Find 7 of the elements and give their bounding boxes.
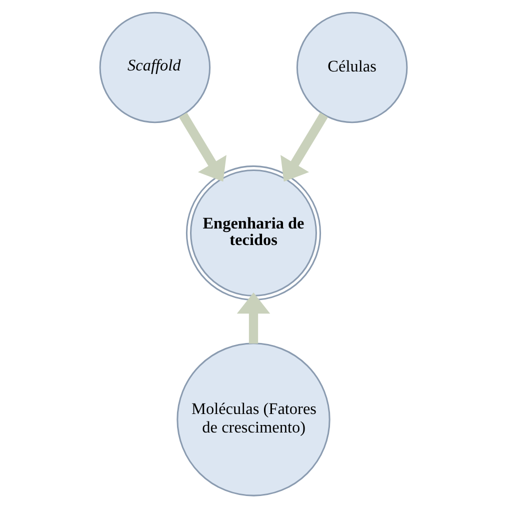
node-circle: Células: [296, 12, 408, 124]
node-circle: Scaffold: [99, 12, 211, 124]
arrow: [280, 112, 328, 182]
arrow: [236, 292, 270, 344]
node-circle: Moléculas (Fatores de crescimento): [176, 342, 330, 496]
arrow: [179, 112, 226, 182]
node-circle: Engenharia de tecidos: [186, 165, 322, 301]
